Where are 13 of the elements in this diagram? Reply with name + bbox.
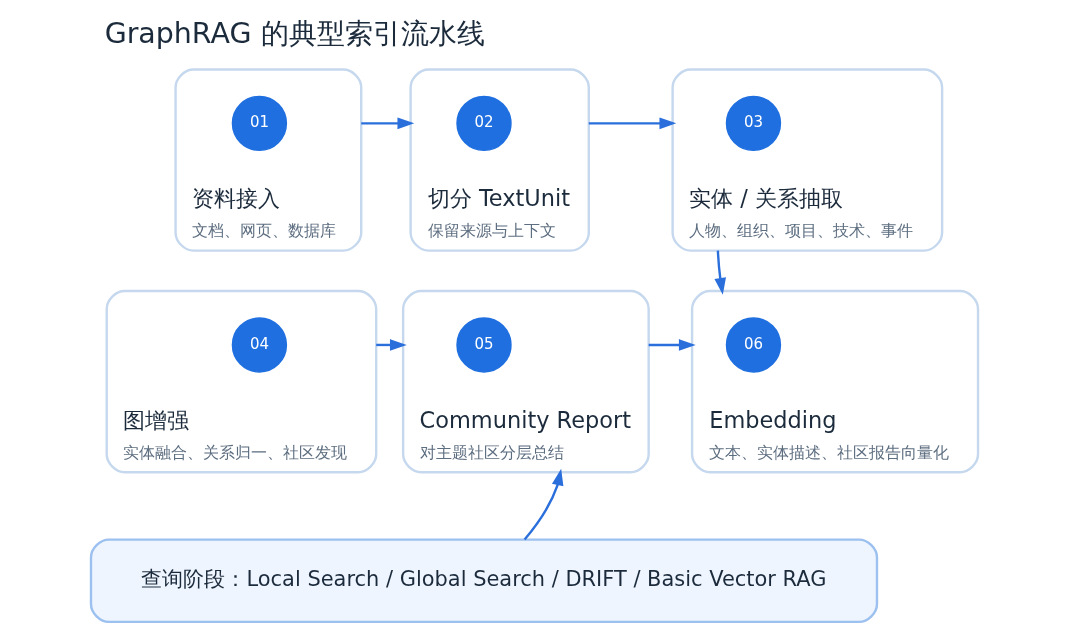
arrow xyxy=(588,117,676,130)
node-circle: 03 xyxy=(725,95,781,152)
arrow xyxy=(713,250,726,295)
node-circle: 05 xyxy=(455,317,512,373)
arrow xyxy=(523,468,563,541)
node-circle: 06 xyxy=(725,317,781,373)
arrow xyxy=(360,117,414,130)
node-box: 查询阶段：Local Search / Global Search / DRIFT / Basic Vector RAG xyxy=(89,538,878,624)
arrow xyxy=(648,339,696,351)
node-circle: 04 xyxy=(231,317,287,373)
node-circle: 02 xyxy=(455,95,512,152)
diagram-title: GraphRAG 的典型索引流水线 xyxy=(104,16,485,50)
node-circle: 01 xyxy=(231,95,287,152)
